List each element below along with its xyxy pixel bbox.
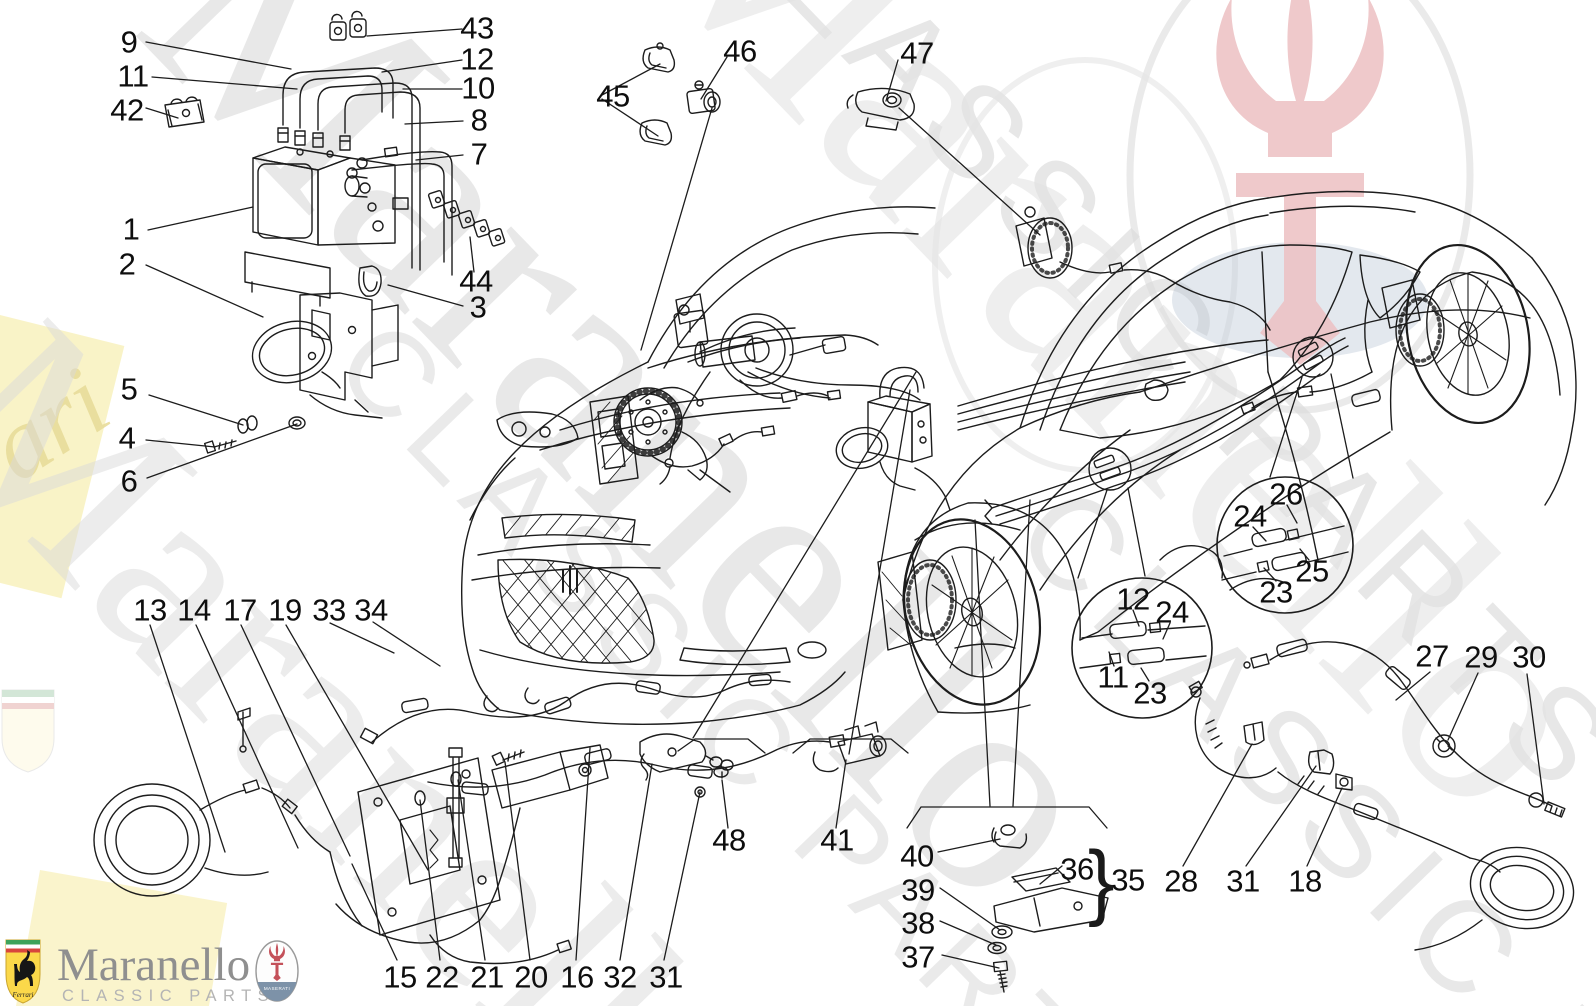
callout-33: 33 [312,592,346,628]
callout-14: 14 [177,592,211,628]
callout-48: 48 [712,822,746,858]
callout-41: 41 [820,822,854,858]
clip-strip-44 [427,189,506,247]
callout-43: 43 [460,10,494,46]
rear-wheel [1405,243,1531,425]
callout-21: 21 [470,959,504,995]
watermark-small-shield [1,689,55,773]
prancing-horse-icon [14,950,36,986]
logo-wordmark: Maranello [57,939,250,991]
callout-24: 24 [1233,498,1267,534]
callout-24: 24 [1155,594,1189,630]
car-side-view [835,190,1577,714]
callout-7: 7 [470,136,488,172]
callout-1: 1 [122,211,140,247]
watermark-maserati-emblem [932,0,1474,473]
callout-38: 38 [901,905,935,941]
callout-8: 8 [470,102,488,138]
bottom-middle-parts [705,721,1109,993]
callout-11: 11 [117,58,149,94]
callout-28: 28 [1164,863,1198,899]
callout-47: 47 [900,35,934,71]
logo-block: Ferrari Maranello CLASSIC PARTS MASERATI [5,939,299,1005]
watermark-yellow-patch [0,299,125,599]
ferrari-badge: Ferrari [5,939,41,1004]
callout-25: 25 [1295,553,1329,589]
detail-circle-mid-fittings [1071,577,1213,719]
callout-35: 35 [1111,862,1145,898]
callout-23: 23 [1133,675,1167,711]
ferrari-badge-label: Ferrari [12,991,34,999]
callout-6: 6 [120,463,138,499]
car-abs-unit [835,366,951,511]
callout-15: 15 [383,959,417,995]
callout-22: 22 [425,959,459,995]
callout-20: 20 [514,959,548,995]
callout-40: 40 [900,838,934,874]
cabin-rear-brake-assembly [1015,206,1271,331]
callout-37: 37 [901,939,935,975]
callout-31: 31 [1226,863,1260,899]
callout-11: 11 [1097,659,1129,695]
maserati-badge-label: MASERATI [264,986,290,991]
callout-12: 12 [460,41,494,77]
front-wheel [902,518,1042,706]
callout-10: 10 [461,70,495,106]
logo-subtitle: CLASSIC PARTS [62,987,275,1005]
callout-16: 16 [560,959,594,995]
callout-9: 9 [120,24,138,60]
callout-44: 44 [459,263,493,299]
leader-lines [145,28,1545,969]
car-front-view [460,206,936,725]
callout-39: 39 [901,872,935,908]
callout-13: 13 [133,592,167,628]
callout-19: 19 [268,592,302,628]
pipe-clips [639,42,915,146]
callout-29: 29 [1464,639,1498,675]
callout-23: 23 [1259,574,1293,610]
callout-12: 12 [1116,581,1150,617]
callout-27: 27 [1415,638,1449,674]
front-brake-disc-caliper [589,386,776,493]
callout-45: 45 [596,78,630,114]
callout-4: 4 [118,420,136,456]
callout-42: 42 [110,92,144,128]
callout-circle-sill-front [1088,447,1132,491]
pipe-fittings [277,127,399,179]
detail-circle-rear-fittings [1216,476,1354,614]
callout-36: 36 [1060,851,1094,887]
callout-46: 46 [723,33,757,69]
maserati-emblem: MASERATI [255,940,299,1002]
callout-2: 2 [118,246,136,282]
brace-35-36: } [1087,833,1115,928]
callout-26: 26 [1269,476,1303,512]
callout-34: 34 [354,592,388,628]
callout-31: 31 [649,959,683,995]
callout-3: 3 [469,289,487,325]
grille-mesh [498,559,655,664]
callout-30: 30 [1512,639,1546,675]
callout-circle-sill-rear [1292,336,1334,378]
callout-18: 18 [1288,863,1322,899]
callout-32: 32 [603,959,637,995]
callout-5: 5 [120,371,138,407]
abs-unit-assembly [164,10,506,454]
watermark-yellow-patch [15,869,228,1006]
callout-17: 17 [223,592,257,628]
